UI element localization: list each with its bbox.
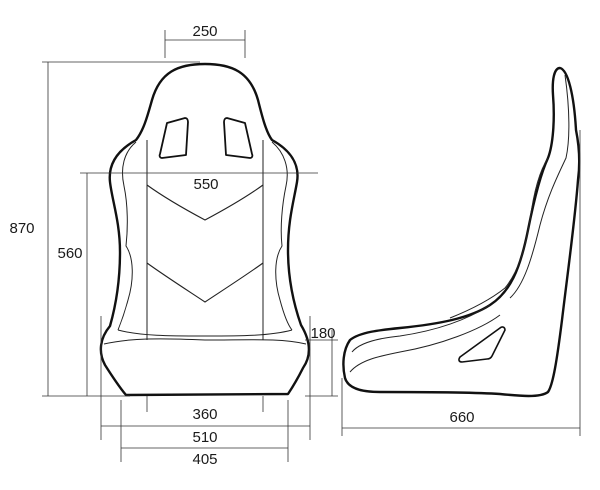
side-seat-lower-line [349,314,501,373]
side-view-seat [342,66,581,398]
seat-cushion-line [103,338,307,345]
seat-front-line [117,329,293,337]
left-harness-slot [158,117,189,159]
front-seat-outline [99,62,310,397]
side-slot [458,326,506,363]
side-bolster-line [449,157,549,319]
label-base-outer: 510 [192,429,217,446]
side-seat-outline [342,66,581,398]
label-seat-inner: 360 [192,406,217,423]
label-total-height: 870 [9,220,34,237]
label-back-height: 560 [57,245,82,262]
label-base-inner: 405 [192,451,217,468]
left-bolster-line [117,141,137,331]
side-back-edge-line [509,74,570,299]
front-view-seat [99,62,310,397]
label-side-bolster: 180 [310,325,335,342]
label-depth: 660 [449,409,474,426]
right-bolster-line [271,141,293,331]
upper-chevron-seam [146,184,264,221]
dimension-lines [42,30,581,462]
label-top-width: 250 [192,23,217,40]
dimension-labels: 250 870 560 550 180 360 510 405 660 [9,23,474,468]
side-seat-upper-line [351,304,491,353]
lower-chevron-seam [146,262,264,303]
label-shoulder-width: 550 [193,176,218,193]
right-harness-slot [223,117,254,159]
